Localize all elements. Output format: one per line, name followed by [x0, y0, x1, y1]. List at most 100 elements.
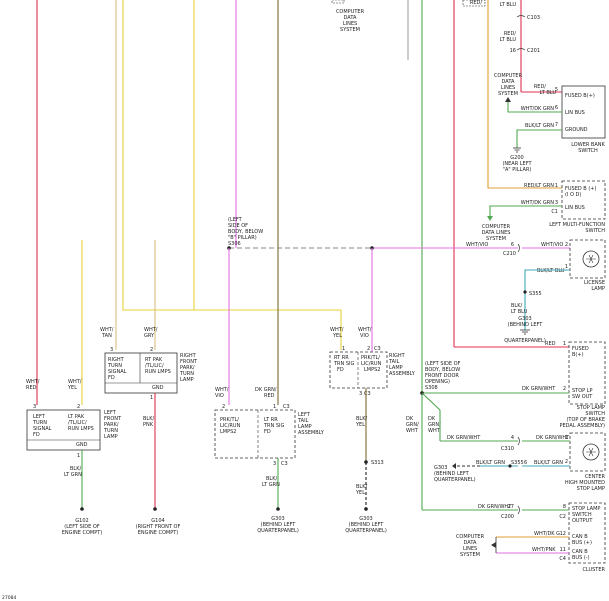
cl-pin-5: BUS (+)	[572, 540, 592, 546]
sls-pin-1: FUSED	[572, 346, 589, 352]
rfl-ground-point	[153, 507, 157, 511]
rtl-name-1: RIGHT	[389, 353, 406, 359]
chmsl-ground-2: (BEHIND LEFT	[434, 471, 470, 477]
rtl-wire-wht-yel-1: WHT/	[330, 327, 344, 333]
ltl-cell-2b: TRN SIG	[263, 423, 285, 429]
wire-wht-yel-across	[122, 240, 342, 350]
rfl-gnd: GND	[152, 385, 164, 391]
cl-pin-7: BUS (-)	[572, 555, 590, 561]
lfl-pin-3: 3	[33, 404, 36, 410]
cluster-box	[568, 502, 606, 564]
rtl-name-2: TAIL	[388, 359, 400, 365]
rtl-c3-top: C3	[374, 346, 381, 352]
ltl-gnd-wire-1: BLK/	[266, 476, 277, 482]
rtl-ground-3: QUARTERPANEL)	[345, 528, 387, 534]
rtl-gnd-wire-1: BLK/	[356, 416, 367, 422]
lfl-wire-wht-red-1: WHT/	[26, 379, 40, 385]
chmsl-wire-dkgrn-a: DK GRN/WHT	[447, 435, 481, 441]
lbs-ground-symbol	[513, 147, 521, 153]
ll-pinnum-1: 1	[565, 264, 568, 270]
c310-connector-symbol	[517, 436, 520, 446]
rtl-cell-2b: LIC/RUN	[361, 361, 382, 367]
cl-pin-12: 12	[560, 531, 566, 537]
sls-name-3: (TOP OF BRAKE	[566, 417, 605, 423]
s308-dk-1c: WHT	[406, 428, 419, 434]
lbs-cdl: DATA	[502, 79, 515, 85]
rfl-pin-3: 3	[110, 347, 113, 353]
rtl-gnd-wire2-1: BLK/	[356, 484, 367, 490]
ltl-cell-2c: FD	[264, 429, 271, 435]
rfl-side-5: LAMP	[180, 377, 194, 383]
top-dashed-connector	[331, 0, 345, 4]
chmsl-gnd-arrow	[452, 463, 456, 469]
chmsl-filament	[586, 447, 596, 457]
rtl-ground-1: G303	[359, 516, 372, 522]
rfl-name-2: TURN	[107, 363, 122, 369]
ltl-c3-top: C3	[283, 404, 290, 410]
lfl-side-3: PARK/	[104, 422, 119, 428]
cl-pin-2: SWITCH	[572, 512, 592, 518]
lfl-cell-1: LT PAK	[68, 414, 85, 420]
mfs-cdl: DATA LINES	[482, 230, 511, 236]
ltl-gnd-wire-2: LT GRN	[262, 482, 280, 488]
right-tail-lamp-box	[329, 351, 388, 389]
rtl-gnd-wire-2: YEL	[355, 422, 365, 428]
rfl-ground-3: ENGINE COMPT)	[138, 530, 179, 536]
rfl-side-2: FRONT	[180, 359, 198, 365]
ltl-pin-1: 1	[273, 404, 276, 410]
cl-cdl-2: DATA	[464, 540, 477, 546]
top-cdl-line: DATA	[344, 15, 357, 21]
c200-connector-symbol	[517, 505, 520, 515]
sls-wire-red: RED	[545, 341, 556, 347]
sls-pin-2: B(+)	[572, 352, 584, 358]
mfs-pin-2: (I O D)	[565, 192, 581, 198]
s308-note-1: (LEFT SIDE OF	[425, 361, 461, 367]
top-cdl-line: COMPUTER	[336, 9, 365, 15]
mfs-name-2: SWITCH	[585, 228, 605, 234]
rfl-cell-2: /TL/LIC/	[145, 363, 164, 369]
rtl-wire-wht-vio-1: WHT/	[358, 327, 372, 333]
rtl-gnd-wire2-2: YEL	[355, 490, 365, 496]
rtl-s313-dot	[364, 460, 368, 464]
rfl-side-3: PARK/	[180, 365, 195, 371]
ltl-ground-point	[276, 507, 280, 511]
ll-wire-blk2: BLK/	[511, 303, 522, 309]
lfl-ground-1: G102	[75, 518, 88, 524]
mfs-cdl: COMPUTER	[482, 224, 511, 230]
lfl-pin-1: 1	[77, 453, 80, 459]
lbs-wire-lin: WHT/DK GRN	[521, 106, 555, 112]
cl-pin-1: STOP LAMP	[572, 506, 600, 512]
cl-name: CLUSTER	[582, 567, 605, 573]
rtl-cell-1a: RT RR	[334, 355, 349, 361]
c201-connector-symbol	[516, 48, 526, 51]
mfs-wire-red: RED/LT GRN	[524, 183, 554, 189]
rtl-ground-point	[364, 507, 368, 511]
rfl-cell-3: RUN LMPS	[145, 369, 171, 375]
rtl-pin-2: 2	[367, 346, 370, 352]
chmsl-ground-1: G303	[434, 465, 447, 471]
sls-name-1: STOP LAMP	[577, 405, 605, 411]
s306-note-2: SIDE OF	[228, 223, 248, 229]
ltl-wire-wht-vio-2: VIO	[215, 393, 224, 399]
cl-pin-3: OUTPUT	[572, 518, 593, 524]
license-lamp-filament	[586, 254, 596, 264]
lbs-pinnum-7: 7	[555, 122, 558, 128]
lbs-pin-fused: FUSED B(+)	[565, 93, 595, 99]
s308-note-2: BODY, BELOW	[425, 367, 460, 373]
mfs-lin-wire	[489, 205, 562, 218]
ll-gnd-wire	[524, 269, 570, 330]
s308-note-3: FRONT DOOR	[425, 373, 459, 379]
sls-name-2: SWITCH	[585, 411, 605, 417]
lfl-ground-point	[80, 507, 84, 511]
s308-note-4: OPENING)	[425, 379, 450, 385]
lbs-ground-2: (NEAR LEFT	[502, 161, 532, 167]
ll-s355: S355	[529, 291, 542, 297]
rfl-wire-wht-tan-2: TAN	[101, 333, 112, 339]
ltl-cell-1b: LIC/RUN	[220, 423, 241, 429]
mfs-cdl: SYSTEM	[486, 236, 506, 242]
cl-wire-dkgrn: DK GRN/WHT	[478, 504, 512, 510]
rtl-cell-2a: PRK/TL/	[361, 355, 380, 361]
top-c103: C103	[527, 15, 540, 21]
chmsl-s355: S355	[511, 460, 524, 466]
